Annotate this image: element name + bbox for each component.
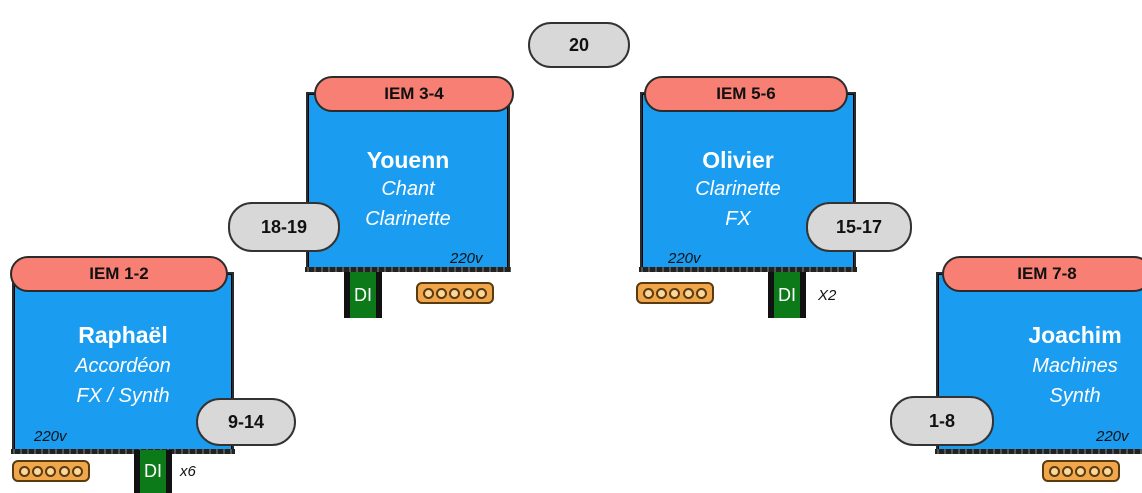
musician-name: Youenn xyxy=(366,147,450,173)
iem-label: IEM 1-2 xyxy=(10,256,228,292)
station-box xyxy=(11,272,235,454)
di-box: DI xyxy=(344,272,382,318)
musician-role: Synth xyxy=(1049,385,1101,407)
iem-label: IEM 5-6 xyxy=(644,76,848,112)
channel-pill: 15-17 xyxy=(806,202,912,252)
musician-role: Clarinette xyxy=(695,178,781,200)
di-count: X2 xyxy=(818,287,837,304)
voltage-label: 220v xyxy=(668,250,701,267)
power-strip-icon xyxy=(12,460,90,482)
di-box: DI xyxy=(134,450,172,493)
power-strip-icon xyxy=(636,282,714,304)
top-channel-pill: 20 xyxy=(528,22,630,68)
iem-label: IEM 7-8 xyxy=(942,256,1142,292)
di-count: x6 xyxy=(180,463,196,480)
station-box xyxy=(305,92,511,272)
musician-name: Joachim xyxy=(1028,322,1122,348)
power-strip-icon xyxy=(1042,460,1120,482)
musician-role: Chant xyxy=(381,178,435,200)
di-box: DI xyxy=(768,272,806,318)
channel-pill: 1-8 xyxy=(890,396,994,446)
musician-role: FX / Synth xyxy=(76,385,170,407)
iem-label: IEM 3-4 xyxy=(314,76,514,112)
channel-pill: 18-19 xyxy=(228,202,340,252)
musician-role: Machines xyxy=(1032,355,1118,377)
musician-role: Clarinette xyxy=(365,208,451,230)
musician-name: Olivier xyxy=(702,147,774,173)
musician-role: FX xyxy=(725,208,751,230)
voltage-label: 220v xyxy=(1096,428,1129,445)
musician-name: Raphaël xyxy=(78,322,168,348)
power-strip-icon xyxy=(416,282,494,304)
channel-pill: 9-14 xyxy=(196,398,296,446)
voltage-label: 220v xyxy=(34,428,67,445)
voltage-label: 220v xyxy=(450,250,483,267)
musician-role: Accordéon xyxy=(75,355,171,377)
